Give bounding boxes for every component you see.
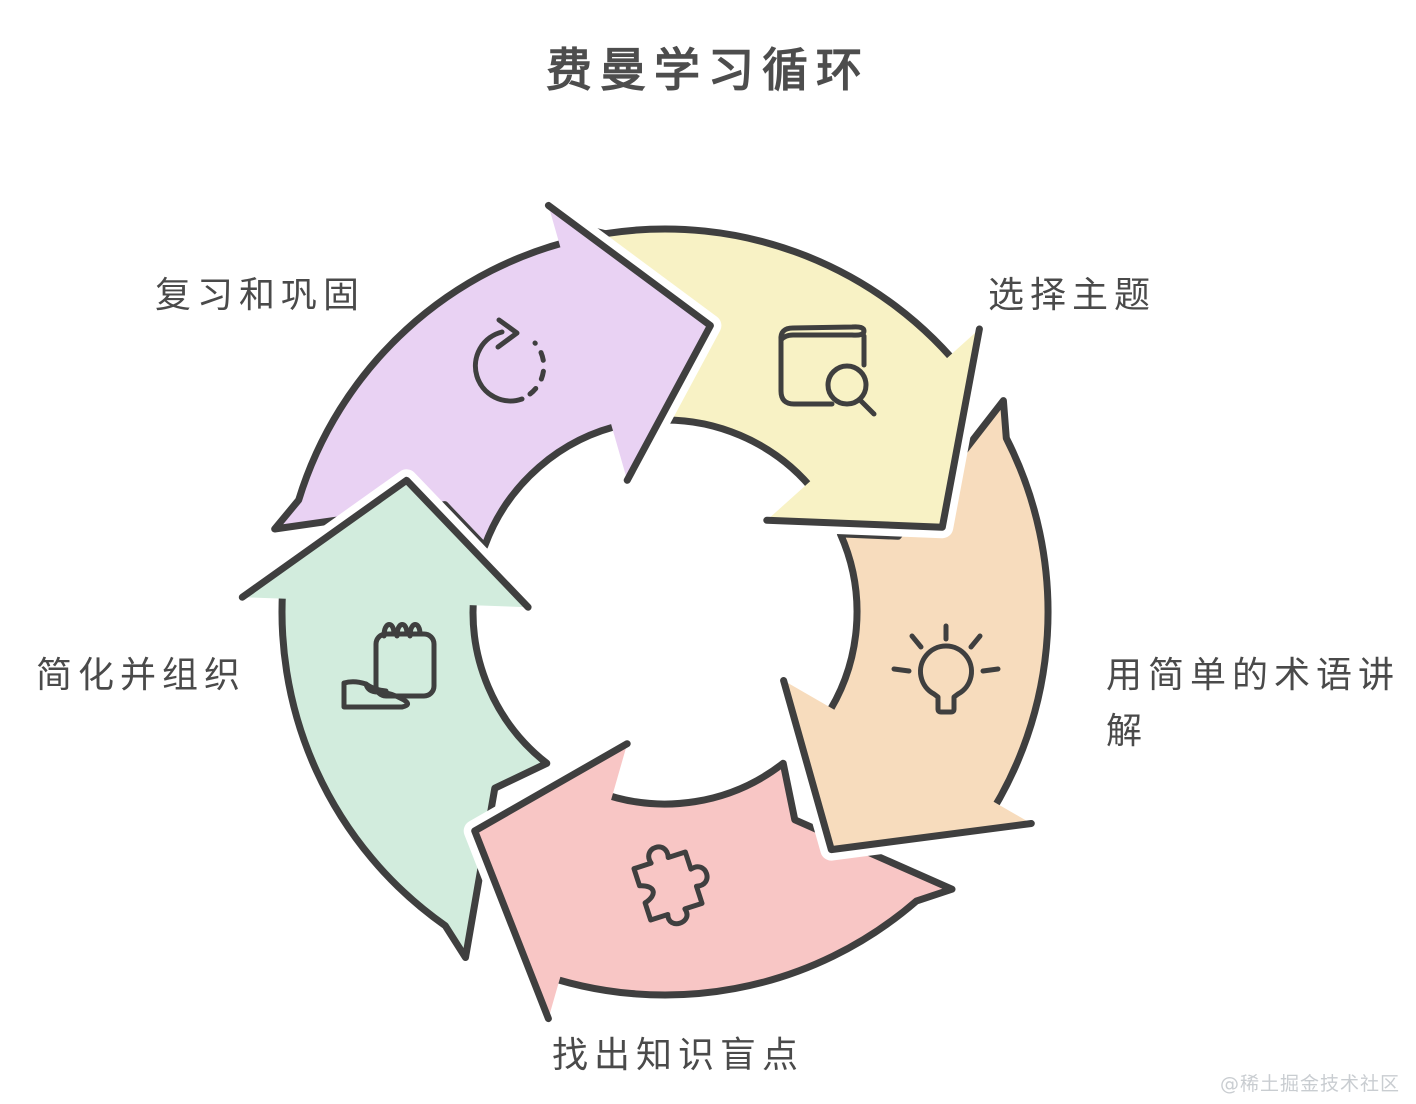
book-search-icon — [778, 324, 877, 417]
puzzle-icon — [631, 844, 710, 927]
cycle-segment-find-knowledge-gaps — [530, 759, 956, 999]
label-review-consolidate: 复习和巩固 — [155, 275, 366, 316]
watermark: @稀土掘金技术社区 — [1219, 1073, 1400, 1095]
cycle-arrowhead-find-knowledge-gaps — [471, 740, 631, 1023]
cycle-arrowhead-simplify-organize — [238, 476, 532, 611]
lightbulb-icon — [891, 623, 1001, 715]
cycle-arrowhead-review-consolidate — [544, 201, 714, 484]
page-title: 费曼学习循环 — [546, 43, 870, 97]
cycle-arrowhead-review-consolidate — [548, 205, 711, 481]
cycle-arrowhead-simplify-organize — [242, 480, 529, 608]
notepad-icon — [341, 622, 437, 710]
label-simplify-organize: 简化并组织 — [36, 655, 247, 696]
cycle-segment-explain-simple-terms — [820, 397, 1052, 830]
label-find-knowledge-gaps: 找出知识盲点 — [552, 1035, 805, 1076]
cycle-arrowhead-explain-simple-terms — [783, 680, 1032, 850]
cycle-segment-review-consolidate — [271, 233, 629, 550]
cycle-arrowhead-explain-simple-terms — [780, 677, 1035, 854]
label-choose-topic: 选择主题 — [988, 275, 1157, 316]
label-explain-simple-terms: 用简单的术语讲解 — [1106, 655, 1401, 752]
cycle-arrowhead-choose-topic — [763, 325, 983, 531]
refresh-icon — [472, 317, 547, 404]
cycle-arrowhead-choose-topic — [766, 329, 980, 528]
cycle-ring — [231, 194, 1052, 1030]
